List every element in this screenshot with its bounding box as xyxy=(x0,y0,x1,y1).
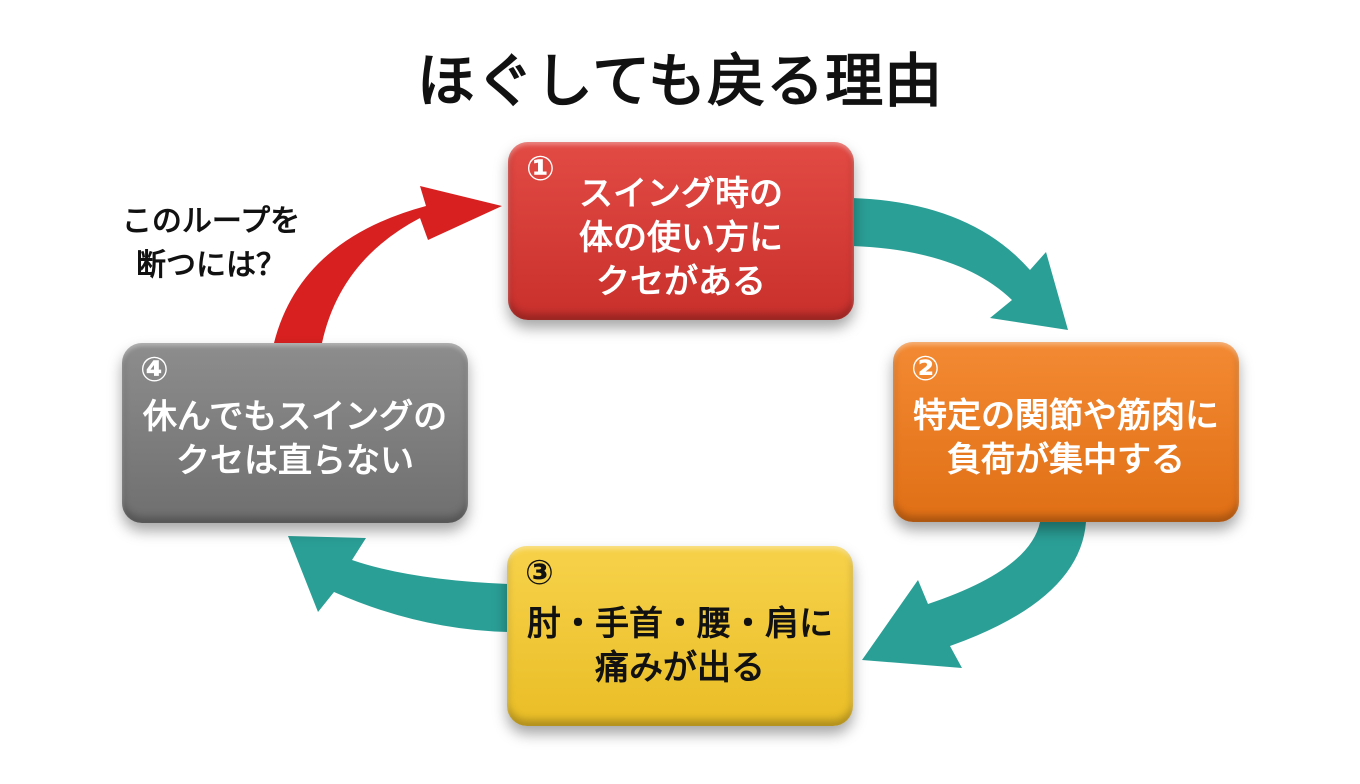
step-box-2: ② 特定の関節や筋肉に 負荷が集中する xyxy=(893,342,1239,522)
page-title: ほぐしても戻る理由 xyxy=(416,47,944,115)
step-box-4: ④ 休んでもスイングの クセは直らない xyxy=(122,343,468,523)
arrow-step1-to-step2 xyxy=(852,198,1068,330)
side-question-line: このループを xyxy=(121,204,301,239)
arrow-step4-to-step1 xyxy=(274,186,502,343)
step-box-1: ① スイング時の 体の使い方に クセがある xyxy=(508,142,854,320)
step-number: ② xyxy=(911,349,940,389)
step-text-line: 特定の関節や筋肉に xyxy=(913,396,1219,436)
step-text-line: スイング時の xyxy=(579,174,783,214)
step-text-line: 痛みが出る xyxy=(595,648,765,688)
step-text-line: 体の使い方に xyxy=(579,218,783,258)
arrow-step2-to-step3 xyxy=(862,522,1086,668)
step-number: ③ xyxy=(525,553,554,593)
step-text-line: 負荷が集中する xyxy=(947,440,1185,480)
step-text-line: 肘・手首・腰・肩に xyxy=(527,604,833,644)
arrow-step3-to-step4 xyxy=(288,536,508,632)
step-text: スイング時の 体の使い方に クセがある xyxy=(508,172,854,304)
step-number: ④ xyxy=(140,350,169,390)
step-text: 休んでもスイングの クセは直らない xyxy=(122,395,468,483)
step-text-line: クセは直らない xyxy=(176,441,414,481)
side-question: このループを 断つには？ xyxy=(96,200,326,288)
step-text-line: クセがある xyxy=(596,262,766,302)
step-number: ① xyxy=(526,149,555,189)
step-text: 特定の関節や筋肉に 負荷が集中する xyxy=(893,394,1239,482)
step-box-3: ③ 肘・手首・腰・肩に 痛みが出る xyxy=(507,546,853,726)
side-question-line: 断つには？ xyxy=(136,248,286,283)
step-text: 肘・手首・腰・肩に 痛みが出る xyxy=(507,602,853,690)
step-text-line: 休んでもスイングの xyxy=(142,397,448,437)
